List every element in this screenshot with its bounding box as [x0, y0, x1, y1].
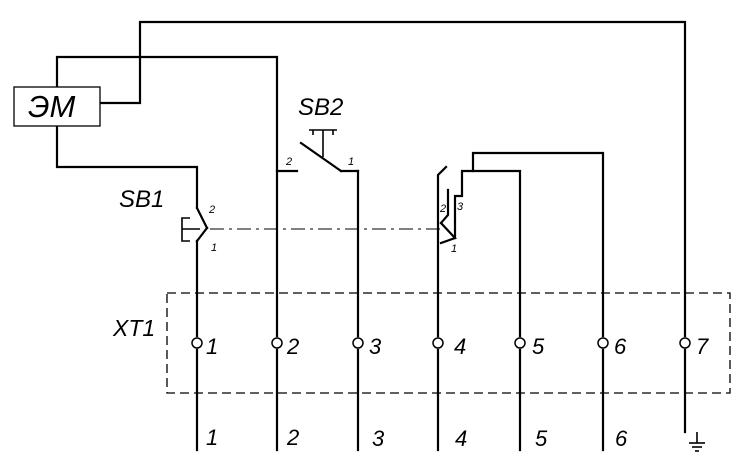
wire-number-4: 4: [455, 426, 467, 451]
wire-em-to-2: [55, 55, 279, 338]
switch3-pin-c: 1: [451, 243, 457, 255]
sb1-pin-bottom: 1: [211, 242, 217, 254]
xt1-label: XT1: [112, 315, 155, 341]
terminal-number-7: 7: [696, 334, 709, 359]
wire-number-1: 1: [206, 425, 218, 450]
terminal-5: [514, 337, 526, 349]
terminal-number-3: 3: [369, 334, 382, 359]
switch3-pin-a: 2: [439, 203, 446, 215]
sb2-pin-right: 1: [348, 156, 354, 168]
terminal-number-4: 4: [454, 334, 466, 359]
sb1-switch: [181, 206, 209, 338]
switch3-pin-b: 3: [457, 201, 464, 213]
terminal-1: [191, 337, 203, 349]
em-label: ЭМ: [28, 89, 76, 124]
terminal-3: [352, 337, 364, 349]
sb2-label: SB2: [298, 94, 343, 121]
terminal-number-1: 1: [206, 334, 218, 359]
wire-em-to-sb1: [55, 124, 199, 210]
wire-number-5: 5: [535, 426, 548, 451]
changeover-switch: [436, 151, 605, 338]
terminal-7: [679, 337, 691, 349]
wire-number-2: 2: [286, 425, 299, 450]
terminal-number-6: 6: [614, 334, 627, 359]
wire-number-6: 6: [615, 426, 628, 451]
output-wires: [195, 348, 687, 452]
terminal-6: [597, 337, 609, 349]
terminal-number-2: 2: [286, 334, 299, 359]
sb2-pin-left: 2: [285, 156, 292, 168]
wire-em-to-7: [98, 20, 687, 338]
wire-number-3: 3: [372, 426, 385, 451]
em-coil-box: [13, 86, 101, 127]
terminal-2: [271, 337, 283, 349]
terminal-4: [432, 337, 444, 349]
xt1-terminal-block: [166, 292, 731, 394]
sb2-switch: [275, 129, 360, 338]
sb1-label: SB1: [119, 186, 164, 213]
terminal-number-5: 5: [532, 334, 545, 359]
sb1-pin-top: 2: [208, 204, 215, 216]
ground-icon: [689, 432, 705, 452]
